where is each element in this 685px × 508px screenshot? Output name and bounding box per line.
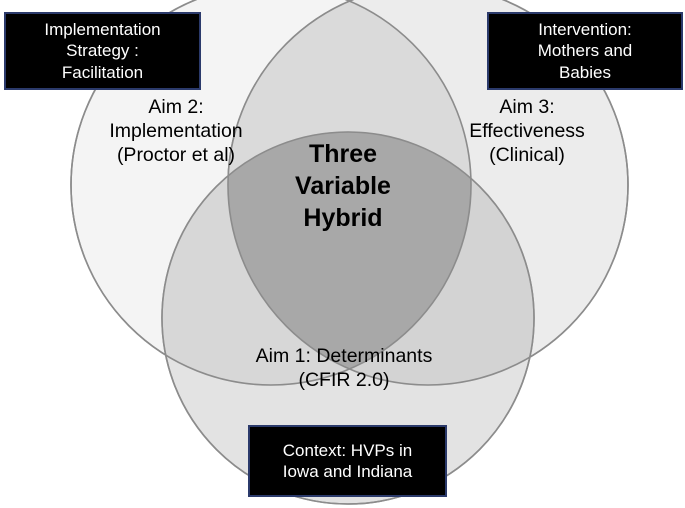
label-aim1: Aim 1: Determinants (CFIR 2.0) xyxy=(255,345,433,391)
callout-context: Context: HVPs in Iowa and Indiana xyxy=(248,425,447,497)
label-aim2: Aim 2: Implementation (Proctor et al) xyxy=(109,96,243,166)
label-aim3: Aim 3: Effectiveness (Clinical) xyxy=(469,96,585,166)
callout-implementation-strategy: Implementation Strategy : Facilitation xyxy=(4,12,201,90)
label-center-three-variable-hybrid: Three Variable Hybrid xyxy=(295,140,391,232)
callout-intervention: Intervention: Mothers and Babies xyxy=(487,12,683,90)
